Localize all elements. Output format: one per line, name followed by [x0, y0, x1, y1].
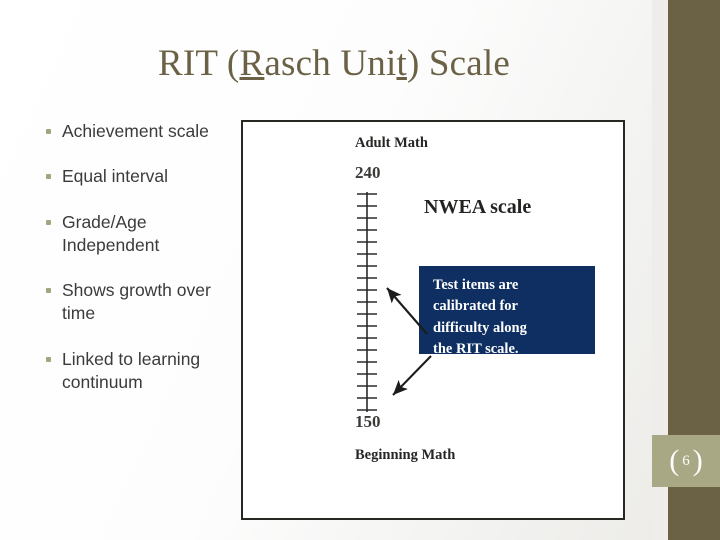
- callout-box: Test items are calibrated for difficulty…: [419, 266, 595, 357]
- bullet-square-icon: [46, 219, 51, 225]
- scale-max-anchor-label: Adult Math: [355, 135, 428, 151]
- title-underline-r: R: [239, 43, 265, 84]
- bracket-right-icon: ): [692, 444, 703, 477]
- list-item: Grade/Age Independent: [46, 211, 236, 258]
- list-item: Linked to learning continuum: [46, 348, 236, 395]
- title-underline-t: t: [396, 43, 407, 84]
- page-number-plate: [652, 435, 720, 487]
- list-item: Equal interval: [46, 165, 236, 188]
- title-segment-1: RIT (: [157, 43, 240, 84]
- band-gutter: [652, 0, 668, 540]
- page-number-badge: ( 6 ): [652, 435, 720, 487]
- bullet-label: Grade/Age Independent: [62, 211, 160, 255]
- callout-line: the RIT scale.: [433, 340, 519, 357]
- bullet-list: Achievement scale Equal interval Grade/A…: [46, 120, 236, 394]
- list-item: Shows growth over time: [46, 279, 236, 326]
- bullet-square-icon: [46, 356, 51, 362]
- title-segment-2: asch Uni: [264, 43, 397, 84]
- bullet-square-icon: [46, 174, 51, 180]
- bullet-square-icon: [46, 129, 51, 134]
- bullet-label: Linked to learning continuum: [62, 348, 201, 392]
- scale-min-value: 150: [355, 412, 381, 431]
- rit-scale-ruler: [357, 192, 377, 412]
- bullet-label: Shows growth over time: [62, 280, 211, 324]
- bullet-square-icon: [46, 288, 51, 294]
- page-number-value: 6: [682, 452, 690, 469]
- scale-min-anchor-label: Beginning Math: [355, 447, 456, 463]
- scale-name-annotation: NWEA scale: [424, 196, 532, 218]
- list-item: Achievement scale: [46, 120, 236, 143]
- scale-max-value: 240: [355, 163, 381, 182]
- bracket-left-icon: (: [669, 444, 680, 477]
- title-segment-3: ) Scale: [406, 43, 511, 84]
- callout-line: Test items are: [433, 277, 519, 293]
- callout-line: calibrated for: [433, 298, 518, 315]
- page-title: RIT (Rasch Unit) Scale: [0, 42, 668, 85]
- bullet-label: Equal interval: [62, 166, 169, 187]
- callout-line: difficulty along: [433, 319, 527, 336]
- bullet-label: Achievement scale: [62, 121, 209, 141]
